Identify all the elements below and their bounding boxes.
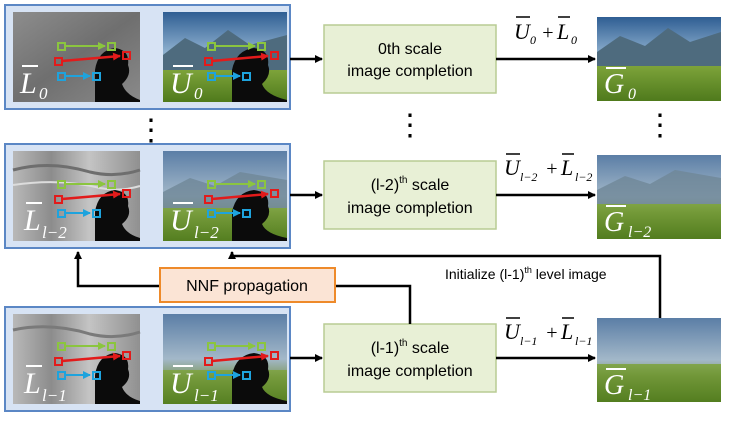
g0-image <box>597 17 721 101</box>
svg-text:L: L <box>556 19 569 44</box>
svg-text:U: U <box>514 19 532 44</box>
ll2-symbol: L l−2 <box>23 202 67 242</box>
ul1-image <box>163 314 287 404</box>
nnf-arrows-mid <box>54 180 131 218</box>
nnf-arrows-top <box>54 42 131 81</box>
l0-symbol: L 0 <box>19 65 48 103</box>
svg-text:l−1: l−1 <box>575 334 592 348</box>
g0-symbol: G 0 <box>604 67 636 103</box>
ul1-symbol: U l−1 <box>170 365 219 405</box>
svg-text:image completion: image completion <box>347 200 472 217</box>
svg-text:+: + <box>545 158 559 180</box>
nnf-propagation-label: NNF propagation <box>159 267 336 303</box>
svg-text:G: G <box>604 207 624 238</box>
completion-box-top: 0th scale image completion <box>323 24 497 94</box>
svg-text:l−2: l−2 <box>42 223 67 242</box>
gl1-image <box>597 318 721 402</box>
svg-text:G: G <box>604 69 624 100</box>
svg-text:image completion: image completion <box>347 63 472 80</box>
nnf-arrows-mid-u <box>204 180 279 218</box>
formula-bot: U l−1 + L l−1 <box>504 317 592 348</box>
svg-text:+: + <box>545 322 559 344</box>
svg-text:L: L <box>560 319 573 344</box>
initialize-label: Initialize (l-1)th level image <box>445 265 607 282</box>
ll1-symbol: L l−1 <box>23 365 67 405</box>
svg-text:U: U <box>504 319 522 344</box>
svg-text:0: 0 <box>39 84 48 103</box>
nnf-arrows-bot <box>54 342 131 380</box>
svg-text:l−2: l−2 <box>194 223 219 242</box>
svg-text:l−1: l−1 <box>194 386 219 405</box>
svg-text:G: G <box>604 370 624 401</box>
ellipsis-right: ⋮ <box>645 109 675 142</box>
svg-text:L: L <box>23 204 41 237</box>
svg-text:L: L <box>23 367 41 400</box>
completion-box-mid: (l-2)th scale image completion <box>323 160 497 230</box>
svg-text:+: + <box>541 22 555 44</box>
svg-text:l−1: l−1 <box>520 334 537 348</box>
nnf-arrows-top-u <box>204 42 279 81</box>
svg-text:U: U <box>170 67 194 100</box>
completion-box-bot: (l-1)th scale image completion <box>323 323 497 393</box>
svg-text:l−1: l−1 <box>628 387 651 404</box>
svg-text:image completion: image completion <box>347 363 472 380</box>
svg-text:0: 0 <box>194 84 203 103</box>
svg-text:U: U <box>170 204 194 237</box>
svg-text:l−2: l−2 <box>628 224 651 241</box>
svg-text:U: U <box>170 367 194 400</box>
svg-text:L: L <box>560 155 573 180</box>
svg-text:l−2: l−2 <box>520 170 537 184</box>
gl2-symbol: G l−2 <box>604 205 651 241</box>
ul2-symbol: U l−2 <box>170 202 219 242</box>
svg-text:U: U <box>504 155 522 180</box>
svg-text:(l-2)th scale: (l-2)th scale <box>371 175 450 194</box>
svg-text:L: L <box>19 67 37 100</box>
nnf-arrows-bot-u <box>204 342 279 380</box>
svg-text:0: 0 <box>628 86 636 103</box>
svg-text:l−1: l−1 <box>42 386 67 405</box>
formula-top: U 0 + L 0 <box>514 16 577 47</box>
svg-text:NNF propagation: NNF propagation <box>186 278 308 295</box>
svg-text:0: 0 <box>530 33 536 47</box>
initialize-feedback-path <box>228 251 662 318</box>
formula-mid: U l−2 + L l−2 <box>504 153 592 184</box>
svg-text:0: 0 <box>571 33 577 47</box>
ellipsis-center: ⋮ <box>395 109 425 142</box>
ellipsis-left: ⋮ <box>136 114 166 147</box>
svg-text:(l-1)th scale: (l-1)th scale <box>371 338 450 357</box>
svg-text:0th scale: 0th scale <box>378 41 442 58</box>
ul2-image <box>163 151 287 241</box>
gl2-image <box>597 155 721 239</box>
u0-symbol: U 0 <box>170 65 203 103</box>
svg-text:l−2: l−2 <box>575 170 592 184</box>
gl1-symbol: G l−1 <box>604 368 651 404</box>
